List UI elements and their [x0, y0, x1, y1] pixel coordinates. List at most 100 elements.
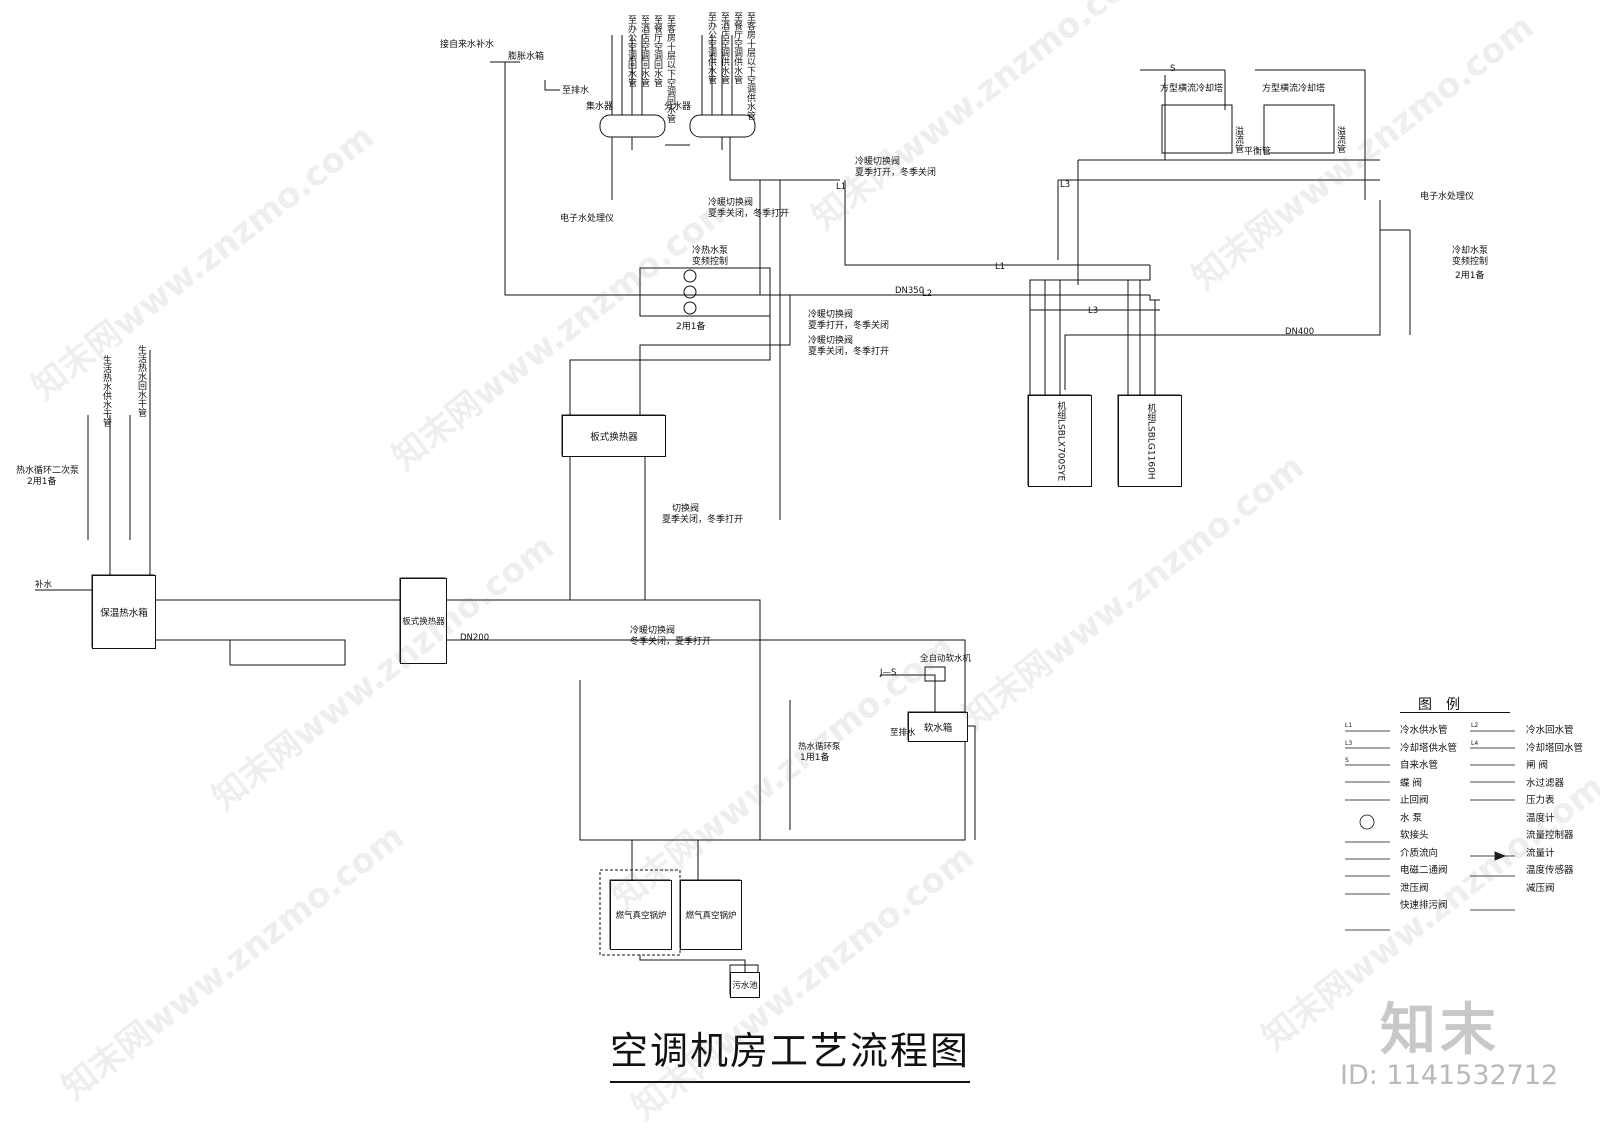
- legend-item-butterfly-valve: 蝶 阀: [1400, 777, 1423, 789]
- to-drain-label: 至排水: [562, 86, 590, 96]
- plate-hx-top: 板式换热器: [562, 415, 666, 457]
- distributor-label: 分水器: [664, 102, 692, 112]
- legend-item-pump: 水 泵: [1400, 812, 1423, 824]
- valve-note-6-name: 冷暖切换阀: [630, 626, 676, 636]
- secondary-pump-count-label: 2用1备: [27, 477, 57, 487]
- boiler-2: 燃气真空锅炉: [680, 880, 742, 950]
- chiller-1: 机组LSBLX700SYE: [1028, 395, 1092, 487]
- dhw-return-label: 生活热水回水干管: [136, 345, 146, 417]
- boiler-1-label: 燃气真空锅炉: [615, 911, 667, 921]
- plate-hx-bottom: 板式换热器: [400, 578, 447, 664]
- soft-tank-label: 软水箱: [923, 723, 953, 734]
- chiller-1-label: 机组LSBLX700SYE: [1055, 400, 1066, 482]
- legend-item-thermometer: 温度计: [1526, 812, 1555, 824]
- chiller-2: 机组LSBLG1160H: [1118, 395, 1182, 487]
- pipe-tag-dn400: DN400: [1285, 327, 1315, 337]
- boiler-2-label: 燃气真空锅炉: [685, 911, 737, 921]
- legend-item-flow-meter: 流量计: [1526, 847, 1555, 859]
- js-pipe-label: J—S: [880, 668, 897, 678]
- legend-item-check-valve: 止回阀: [1400, 795, 1429, 806]
- legend-item-flex-joint: 软接头: [1400, 830, 1429, 841]
- legend-item-pipe-l1: 冷水供水管: [1400, 725, 1448, 736]
- tower-1-label: 方型横流冷却塔: [1160, 84, 1224, 94]
- ct-pump-label: 冷却水泵: [1452, 246, 1489, 256]
- pipe-tag-s: S: [1170, 64, 1176, 74]
- secondary-pump-label: 热水循环二次泵: [16, 466, 80, 476]
- branch-left-2: 至酒店空调回水管: [639, 15, 649, 87]
- pipe-tag-l3: L3: [1060, 180, 1071, 190]
- sewage-pool-label: 污水池: [732, 981, 758, 991]
- page-title: 空调机房工艺流程图: [610, 1020, 971, 1083]
- e-treatment-right-label: 电子水处理仪: [1420, 192, 1475, 202]
- branch-right-1: 至办公空调供水管: [706, 12, 716, 84]
- branch-labels-left: 至办公空调回水管 至酒店空调回水管 至餐厅空调回水管 至客房十层以下空调回水管: [625, 15, 675, 123]
- branch-left-3: 至餐厅空调回水管: [652, 15, 662, 87]
- hw-pump-label: 热水循环泵: [798, 742, 841, 752]
- pipe-tag-dn350: DN350: [895, 286, 925, 296]
- pipe-tag-l2: L2: [922, 289, 933, 299]
- branch-right-4: 至客房十层以下空调供水管: [745, 12, 755, 120]
- e-treatment-left-label: 电子水处理仪: [560, 214, 615, 224]
- pipe-city-water: [1140, 69, 1226, 160]
- chw-pump-vfd-label: 变频控制: [692, 257, 729, 267]
- legend-item-relief-valve: 泄压阀: [1400, 882, 1429, 894]
- valve-note-2-state: 夏季关闭，冬季打开: [708, 209, 790, 219]
- overflow-2-label: 溢流管: [1335, 126, 1345, 153]
- sewage-pool: 污水池: [730, 972, 760, 998]
- legend-item-pipe-s: 自来水管: [1400, 760, 1439, 771]
- pipe-s-icon: S: [1345, 757, 1349, 764]
- hot-water-tank: 保温热水箱: [92, 575, 156, 649]
- chw-pump-label: 冷热水泵: [692, 246, 729, 256]
- valve-note-5-state: 夏季关闭，冬季打开: [662, 515, 744, 525]
- branch-pipes-distributor: [701, 35, 733, 115]
- overflow-1-label: 溢流管: [1233, 126, 1243, 153]
- valve-note-1-state: 夏季打开，冬季关闭: [855, 168, 937, 178]
- valve-note-4-name: 冷暖切换阀: [808, 336, 854, 346]
- boiler-feed: [631, 840, 699, 880]
- pipe-main-l1: [844, 180, 1150, 266]
- dhw-supply-label: 生活热水供水干管: [101, 355, 111, 427]
- legend-item-gate-valve: 闸 阀: [1526, 760, 1549, 771]
- soft-to-drain-label: 至排水: [890, 728, 916, 738]
- boiler-1: 燃气真空锅炉: [610, 880, 672, 950]
- pipe-hx-lower-loop: [150, 599, 966, 841]
- legend-item-pipe-l4: 冷却塔回水管: [1526, 742, 1584, 754]
- legend-item-strainer: 水过滤器: [1526, 777, 1565, 789]
- legend-item-solenoid-valve: 电磁二通阀: [1400, 865, 1448, 876]
- watermark-logo: 知末: [1380, 998, 1500, 1063]
- makeup-water-label: 接自来水补水: [440, 40, 495, 50]
- soft-water-tank: 软水箱: [908, 712, 968, 742]
- watermark-id: ID: 1141532712: [1340, 1060, 1559, 1091]
- branch-right-3: 至餐厅空调供水管: [732, 12, 742, 84]
- legend-underline: [1400, 712, 1510, 713]
- legend-graphics: [1345, 730, 1515, 931]
- softener-machine-label: 全自动软水机: [920, 654, 972, 664]
- plate-hx-bottom-label: 板式换热器: [402, 617, 445, 627]
- collector-label: 集水器: [586, 102, 614, 112]
- expansion-tank-label: 膨胀水箱: [508, 52, 545, 62]
- legend-heading: 图例: [1418, 697, 1474, 713]
- valve-note-5-name: 切换阀: [672, 504, 700, 514]
- pipe-tag-l1: L1: [836, 182, 847, 192]
- pipe-tag-l3-mid: L3: [1088, 306, 1099, 316]
- branch-left-4: 至客房十层以下空调回水管: [665, 15, 675, 123]
- legend-item-pressure-reducing-valve: 减压阀: [1526, 882, 1555, 894]
- branch-pipes-collector: [611, 35, 643, 115]
- valve-note-2-name: 冷暖切换阀: [708, 198, 754, 208]
- branch-right-2: 至酒店空调供水管: [719, 12, 729, 84]
- legend-item-temp-sensor: 温度传感器: [1526, 865, 1574, 876]
- hw-pump-count-label: 1用1备: [800, 753, 830, 763]
- pipe-l3-icon: L3: [1345, 739, 1353, 747]
- pipe-tag-dn200: DN200: [460, 633, 490, 643]
- plate-hx-top-label: 板式换热器: [590, 432, 638, 443]
- legend-item-pipe-l2: 冷水回水管: [1526, 725, 1574, 736]
- balance-pipe-label: 平衡管: [1244, 147, 1272, 157]
- branch-labels-right: 至办公空调供水管 至酒店空调供水管 至餐厅空调供水管 至客房十层以下空调供水管: [705, 12, 755, 120]
- pipe-l1-icon: L1: [1345, 722, 1353, 729]
- ct-pump-count-label: 2用1备: [1455, 271, 1485, 281]
- valve-note-3-state: 夏季打开，冬季关闭: [808, 321, 890, 331]
- valve-note-4-state: 夏季关闭，冬季打开: [808, 347, 890, 357]
- chiller-2-label: 机组LSBLG1160H: [1145, 402, 1156, 480]
- legend-item-pressure-gauge: 压力表: [1526, 795, 1555, 806]
